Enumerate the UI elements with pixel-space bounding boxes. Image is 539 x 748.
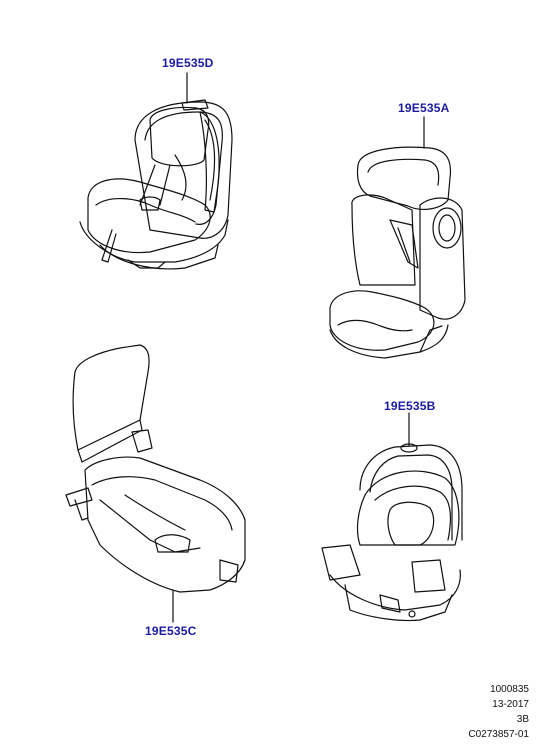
drawing-number: 1000835 <box>490 684 529 695</box>
booster-seat-a-drawing <box>329 116 466 359</box>
isofix-base-c-drawing <box>65 344 246 623</box>
drawing-reference: C0273857-01 <box>468 729 529 740</box>
callout-19e535a: 19E535A <box>398 101 450 115</box>
child-seat-d-drawing <box>79 72 233 270</box>
infant-carrier-b-drawing <box>321 412 463 622</box>
drawing-date-code: 13-2017 <box>492 699 529 710</box>
callout-19e535d: 19E535D <box>162 56 214 70</box>
drawing-revision: 3B <box>516 714 529 725</box>
callout-19e535b: 19E535B <box>384 399 436 413</box>
callout-19e535c: 19E535C <box>145 624 197 638</box>
